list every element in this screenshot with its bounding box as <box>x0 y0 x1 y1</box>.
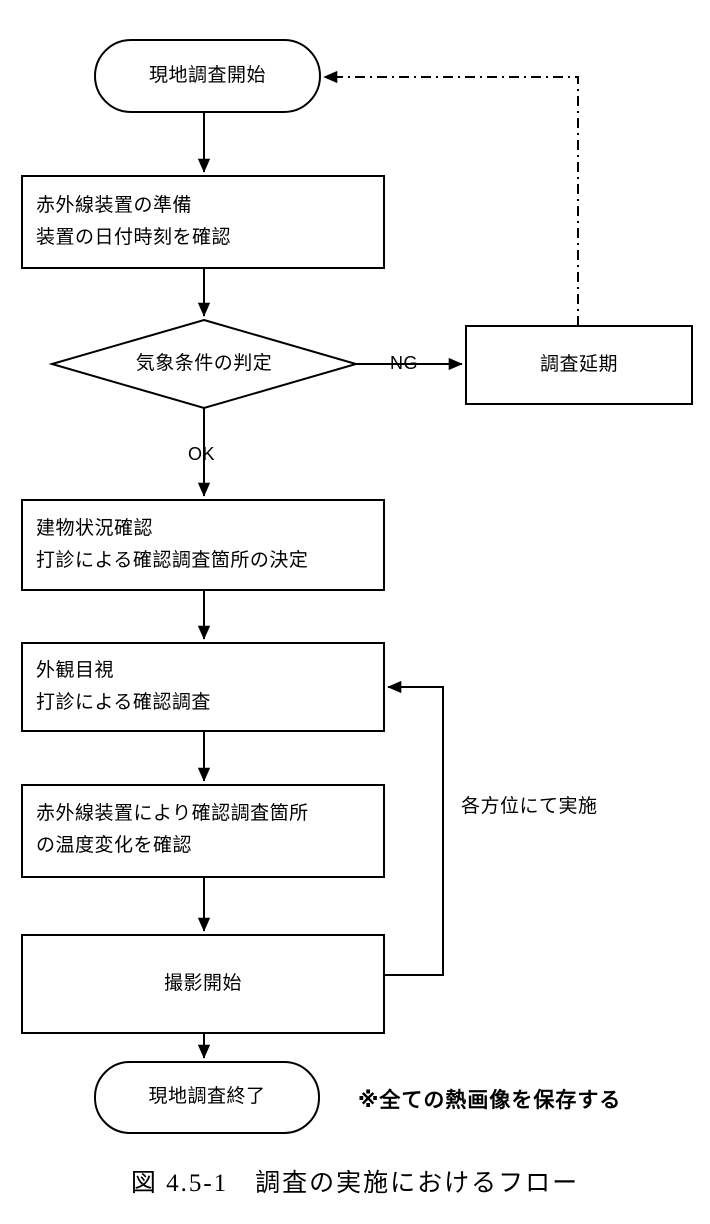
edge-feedback-loop <box>384 680 444 976</box>
edge-label-ok: OK <box>188 444 216 464</box>
save-thermal-images-note: ※全ての熱画像を保存する <box>358 1089 622 1112</box>
prepare-node-shape <box>21 175 385 269</box>
postpone-node-label: 調査延期 <box>539 354 618 375</box>
thermal-check-node-line2: の温度変化を確認 <box>36 835 193 856</box>
start-node-shape <box>94 39 321 113</box>
visual-check-node-line1: 外観目視 <box>36 660 115 681</box>
thermal-check-node-line1: 赤外線装置により確認調査箇所 <box>36 803 309 824</box>
building-check-node-line1: 建物状況確認 <box>36 518 154 539</box>
end-node-label: 現地調査終了 <box>148 1086 266 1107</box>
building-check-node-line2: 打診による確認調査箇所の決定 <box>36 550 309 571</box>
start-node-label: 現地調査開始 <box>148 65 266 86</box>
shooting-node-label: 撮影開始 <box>163 973 242 994</box>
edge-label-loop: 各方位にて実施 <box>461 796 598 817</box>
end-node-shape <box>94 1061 320 1134</box>
visual-check-node-shape <box>21 642 385 732</box>
prepare-node-line1: 赤外線装置の準備 <box>36 195 193 216</box>
building-check-node-shape <box>21 499 385 591</box>
prepare-node-line2: 装置の日付時刻を確認 <box>36 227 232 248</box>
decision-node-label: 気象条件の判定 <box>135 353 273 374</box>
edge-postpone-to-start-dashdot <box>323 70 579 326</box>
visual-check-node-line2: 打診による確認調査 <box>36 692 211 713</box>
edge-label-ng: NG <box>390 353 418 373</box>
postpone-node-shape <box>465 325 693 405</box>
figure-caption: 図 4.5-1 調査の実施におけるフロー <box>130 1170 580 1197</box>
shooting-node-shape <box>21 934 385 1034</box>
